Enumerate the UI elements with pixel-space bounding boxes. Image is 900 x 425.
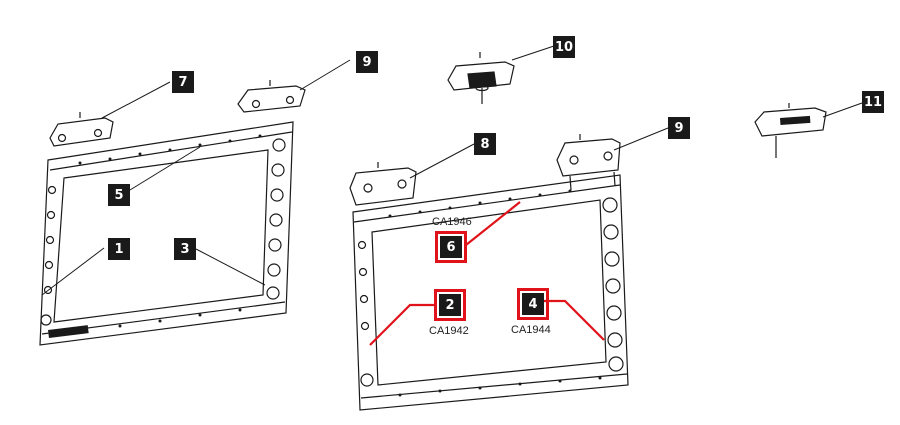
left-frame-right-holes [266,138,286,300]
part-number-2: CA1942 [429,325,469,337]
leader-9-right [613,127,669,151]
callout-2: 2 [434,289,466,321]
callout-9-left: 9 [356,51,378,73]
callout-9-right: 9 [668,117,690,139]
part-10-bracket [447,52,515,104]
callout-10: 10 [553,36,575,58]
leader-1 [41,247,105,296]
part-number-4: CA1944 [511,324,551,336]
callout-1: 1 [108,238,130,260]
left-frame-assembly [39,80,306,346]
callout-4: 4 [517,288,549,320]
callout-7: 7 [172,71,194,93]
right-frame-rail-dots [388,189,602,397]
leader-5 [129,146,201,191]
callout-8: 8 [474,133,496,155]
leader-4 [544,299,605,341]
left-frame-inner [53,149,269,323]
left-frame-outer [39,121,294,346]
leader-7 [101,81,171,119]
leader-11 [822,102,863,118]
right-frame-inner [371,199,607,386]
callout-11: 11 [862,91,884,113]
right-frame-left-holes [357,240,374,387]
right-frame-outer [352,174,629,411]
part-number-6: CA1946 [432,216,472,228]
callout-3: 3 [174,238,196,260]
leader-9-left [299,59,351,91]
left-frame-rail-dots [78,134,262,333]
left-bracket-7 [49,112,114,147]
leader-2 [369,303,436,346]
right-bracket-9 [556,134,621,191]
leader-10 [511,45,555,61]
left-bracket-9 [237,80,306,113]
left-frame-left-holes [40,185,57,326]
callout-6: 6 [435,231,467,263]
part-11-bracket [754,103,827,158]
leader-3 [195,248,266,286]
leader-8 [409,143,475,179]
leader-6 [465,201,521,246]
callout-5: 5 [108,184,130,206]
right-bracket-8 [349,162,417,206]
leader-lines [41,45,863,296]
highlight-leaders [369,201,605,346]
right-frame-right-holes [602,197,624,372]
right-frame-assembly [349,134,629,411]
